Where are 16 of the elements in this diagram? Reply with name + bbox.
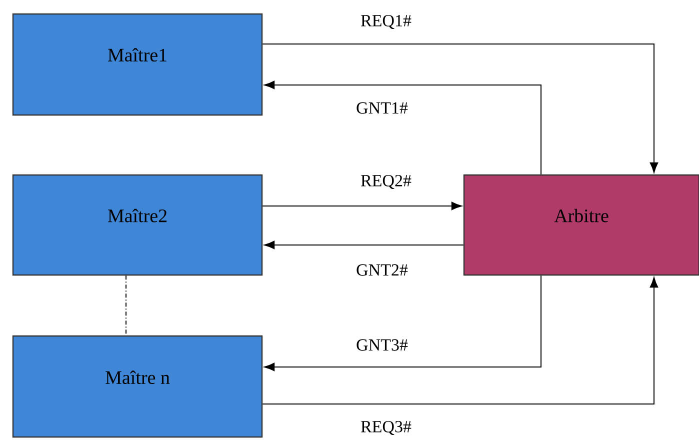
edge-label: GNT3# bbox=[356, 339, 408, 351]
arrow bbox=[262, 44, 658, 173]
arbiter-box: Arbitre bbox=[463, 174, 699, 276]
master-box: Maître1 bbox=[12, 13, 263, 116]
arrow bbox=[264, 275, 542, 372]
master-box: Maître n bbox=[12, 335, 263, 438]
edge-label: REQ3# bbox=[361, 420, 412, 435]
edge-label: REQ1# bbox=[361, 14, 412, 29]
arrow bbox=[262, 202, 462, 210]
arrow bbox=[264, 240, 464, 250]
edge-label: REQ2# bbox=[361, 174, 412, 189]
arrow bbox=[262, 277, 658, 404]
edge-label: GNT1# bbox=[356, 102, 408, 114]
master-box: Maître2 bbox=[12, 174, 263, 276]
arrow bbox=[264, 80, 542, 175]
edge-label: GNT2# bbox=[356, 264, 408, 276]
